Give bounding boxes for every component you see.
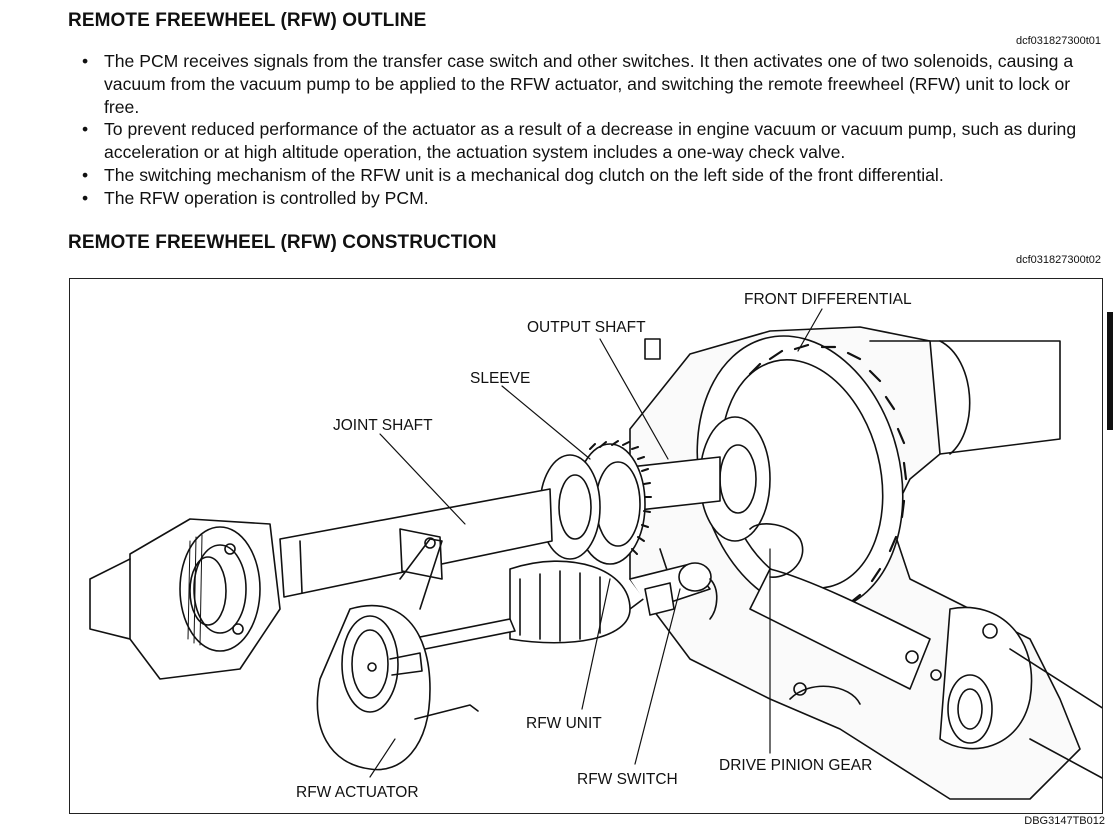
rfw-switch-drawing xyxy=(644,562,718,620)
label-front-differential: FRONT DIFFERENTIAL xyxy=(744,291,912,308)
rfw-construction-figure: FRONT DIFFERENTIAL OUTPUT SHAFT SLEEVE J… xyxy=(69,278,1103,814)
figure-code: DBG3147TB012 xyxy=(1024,815,1105,827)
outline-bullet-list: The PCM receives signals from the transf… xyxy=(80,50,1110,210)
outline-bullet-4: The RFW operation is controlled by PCM. xyxy=(80,187,1110,210)
leader-joint-shaft xyxy=(379,433,466,525)
construction-doc-code: dcf031827300t02 xyxy=(1015,254,1101,266)
label-sleeve: SLEEVE xyxy=(470,370,531,387)
leader-rfw-unit xyxy=(581,578,611,710)
label-joint-shaft: JOINT SHAFT xyxy=(333,417,433,434)
label-drive-pinion-gear: DRIVE PINION GEAR xyxy=(719,757,873,774)
left-flange-drawing xyxy=(89,518,281,680)
rfw-construction-drawing xyxy=(89,308,1102,800)
leader-output-shaft xyxy=(599,338,669,460)
outline-bullet-2: To prevent reduced performance of the ac… xyxy=(80,118,1110,164)
leader-lines xyxy=(369,308,823,778)
leader-front-differential xyxy=(797,308,823,352)
label-rfw-unit: RFW UNIT xyxy=(526,715,602,732)
outline-bullet-1: The PCM receives signals from the transf… xyxy=(80,50,1110,118)
rfw-actuator-drawing xyxy=(316,538,479,771)
label-rfw-actuator: RFW ACTUATOR xyxy=(296,784,419,801)
outline-heading: REMOTE FREEWHEEL (RFW) OUTLINE xyxy=(68,10,427,31)
page-edge-tab xyxy=(1107,312,1113,430)
leader-rfw-actuator xyxy=(369,738,396,778)
outline-doc-code: dcf031827300t01 xyxy=(1015,35,1101,47)
leader-sleeve xyxy=(501,385,591,460)
label-rfw-switch: RFW SWITCH xyxy=(577,771,678,788)
outline-bullet-3: The switching mechanism of the RFW unit … xyxy=(80,164,1110,187)
construction-heading: REMOTE FREEWHEEL (RFW) CONSTRUCTION xyxy=(68,232,497,253)
leader-rfw-switch xyxy=(634,588,681,765)
pinion-shaft-drawing xyxy=(749,523,1102,779)
label-output-shaft: OUTPUT SHAFT xyxy=(527,319,646,336)
